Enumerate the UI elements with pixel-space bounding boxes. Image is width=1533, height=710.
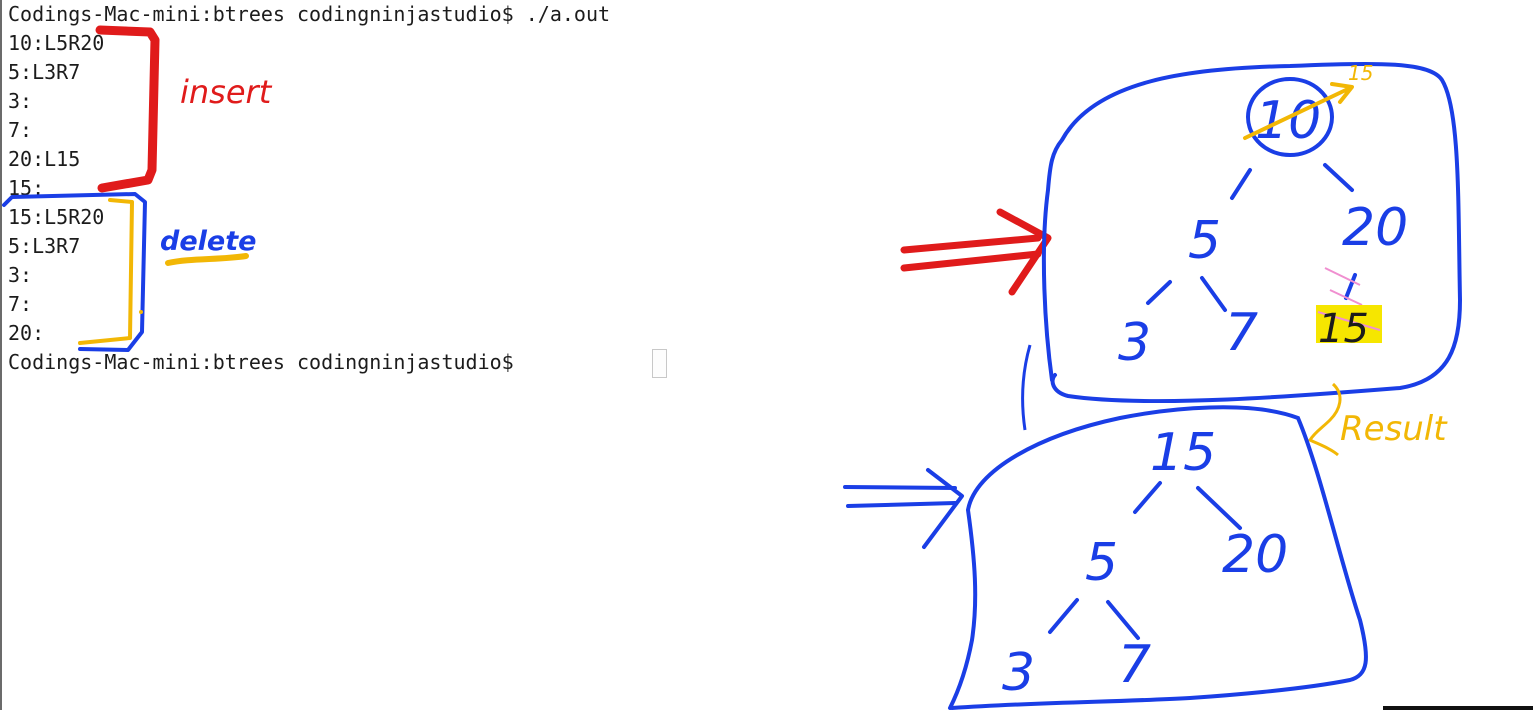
deleted-node-highlight <box>1316 305 1382 343</box>
terminal-line-prompt: Codings-Mac-mini:btrees codingninjastudi… <box>8 350 526 374</box>
corner-artifact <box>1383 706 1533 710</box>
terminal-cursor[interactable] <box>652 349 667 378</box>
root-circle <box>1246 77 1334 157</box>
delete-underline <box>165 253 249 266</box>
yellow-dot <box>139 310 143 314</box>
tree-before-right: 20 <box>1342 198 1408 258</box>
edge <box>1196 486 1242 530</box>
strike-marks <box>1317 311 1381 331</box>
tree-after-left-right: 7 <box>1118 635 1151 695</box>
tree-after-right: 20 <box>1222 525 1288 585</box>
terminal-line: 3: <box>8 263 33 287</box>
terminal-window[interactable]: Codings-Mac-mini:btrees codingninjastudi… <box>0 0 802 710</box>
edge <box>1323 163 1354 192</box>
tree-before-left-left: 3 <box>1118 313 1151 373</box>
terminal-line-prompt-command: Codings-Mac-mini:btrees codingninjastudi… <box>8 2 611 26</box>
result-brace <box>1307 382 1342 457</box>
terminal-line: 7: <box>8 292 33 316</box>
edge <box>1133 481 1162 514</box>
edge <box>1344 273 1357 300</box>
tree-before-left-right: 7 <box>1225 303 1258 363</box>
connector-line <box>1021 344 1032 431</box>
terminal-line: 5:L3R7 <box>8 60 81 84</box>
insert-label: insert <box>180 73 273 111</box>
terminal-line: 20: <box>8 321 45 345</box>
tree-before-right-left: 15 <box>1318 306 1369 352</box>
tree-before-root: 10 <box>1255 91 1321 151</box>
tree-after-box <box>948 405 1368 710</box>
tree-before-box <box>1041 61 1463 404</box>
terminal-line: 7: <box>8 118 33 142</box>
delete-bracket-yellow <box>78 198 134 345</box>
delete-label: delete <box>160 226 256 257</box>
edge <box>1230 168 1252 200</box>
edge <box>1146 280 1172 305</box>
tree-after-root: 15 <box>1150 423 1216 483</box>
replace-arrow-label: 15 <box>1348 61 1373 85</box>
terminal-line: 3: <box>8 89 33 113</box>
terminal-line: 15:L5R20 <box>8 205 105 229</box>
tree-after-left: 5 <box>1085 533 1118 593</box>
edge <box>1200 276 1227 312</box>
delete-bracket-blue <box>2 192 147 352</box>
replace-arrow <box>1243 82 1354 140</box>
tree-before-left: 5 <box>1188 211 1221 271</box>
terminal-line: 5:L3R7 <box>8 234 81 258</box>
red-double-arrow <box>900 208 1052 296</box>
insert-bracket <box>95 25 160 193</box>
edge <box>1106 600 1140 640</box>
terminal-line: 10:L5R20 <box>8 31 105 55</box>
result-label: Result <box>1340 409 1448 449</box>
strike-marks <box>1324 267 1363 306</box>
edge <box>1048 598 1079 634</box>
terminal-line: 20:L15 <box>8 147 81 171</box>
tree-after-left-left: 3 <box>1002 643 1035 703</box>
blue-double-arrow <box>843 468 964 549</box>
